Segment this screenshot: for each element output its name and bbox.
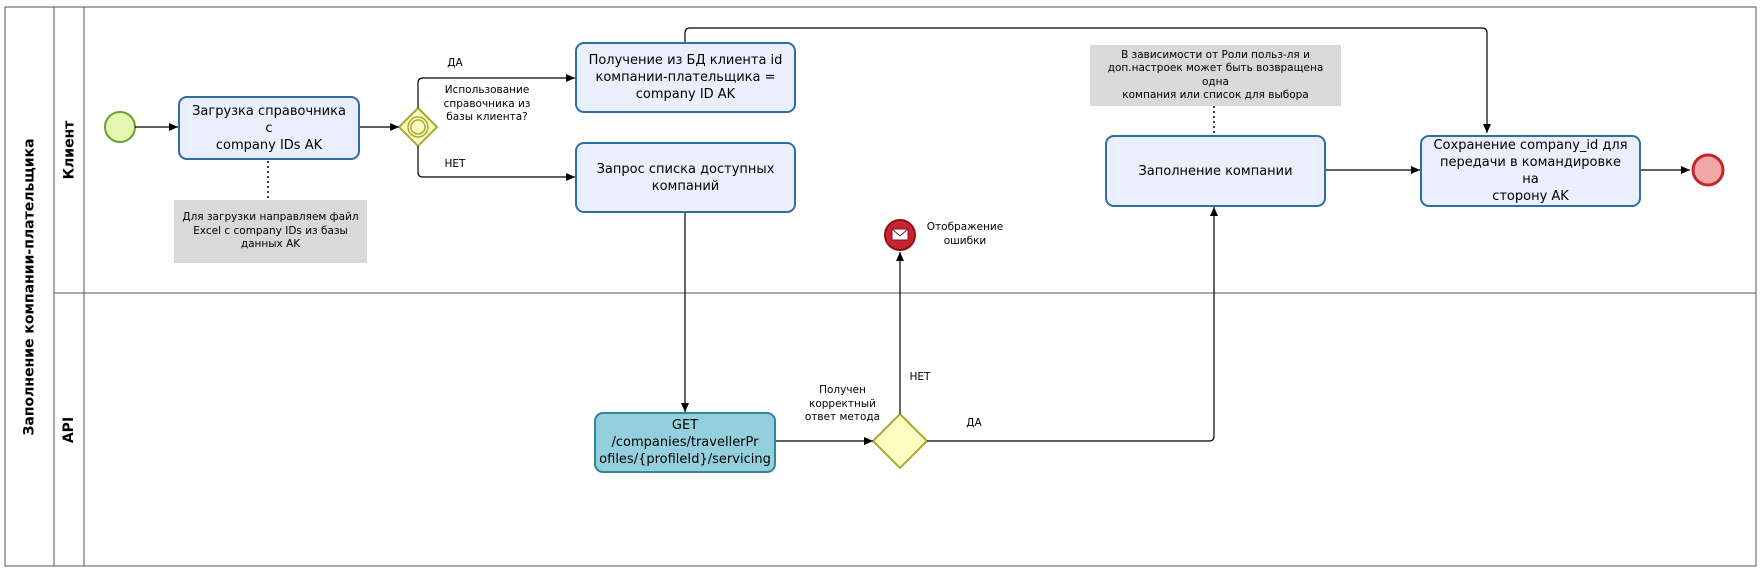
start-event	[104, 111, 136, 143]
label-gateway1-no: НЕТ	[444, 158, 466, 170]
label-error-event: Отображение ошибки	[926, 221, 1004, 247]
pool-title-box: Заполнение компании-плательщика	[5, 7, 54, 566]
lane-title-api: API	[61, 416, 77, 443]
label-gateway2-no: НЕТ	[909, 371, 931, 383]
end-event	[1691, 153, 1725, 187]
task-save-company-id[interactable]: Сохранение company_id для передачи в ком…	[1420, 135, 1641, 207]
note-role-settings: В зависимости от Роли польз-ля и доп.нас…	[1090, 45, 1341, 106]
flow-gateway1-no	[417, 146, 575, 181]
task-fill-company[interactable]: Заполнение компании	[1105, 135, 1326, 207]
task-request-company-list[interactable]: Запрос списка доступных компаний	[575, 142, 796, 213]
flow-db-to-save	[684, 27, 1491, 133]
task-api-get-servicing[interactable]: GET /companies/travellerPr ofiles/{profi…	[594, 412, 776, 473]
gateway-correct-response	[871, 412, 929, 470]
flow-gateway1-yes	[417, 74, 575, 108]
lane-client-title-box: Клиент	[54, 7, 84, 293]
lane-api-title-box: API	[54, 293, 84, 566]
task-get-from-db[interactable]: Получение из БД клиента id компании-плат…	[575, 42, 796, 113]
pool-border	[4, 6, 1757, 567]
error-end-event	[884, 219, 916, 251]
note-load-directory: Для загрузки направляем файл Excel с com…	[174, 200, 367, 263]
lane-title-client: Клиент	[61, 120, 78, 180]
label-gateway2-question: Получен корректный ответ метода	[804, 384, 881, 423]
label-gateway2-yes: ДА	[966, 417, 982, 429]
flow-gateway2-yes	[927, 207, 1218, 442]
task-load-directory[interactable]: Загрузка справочника с company IDs AK	[178, 96, 360, 160]
pool-title: Заполнение компании-плательщика	[21, 137, 38, 436]
label-gateway1-yes: ДА	[447, 57, 463, 69]
label-gateway1-question: Использование справочника из базы клиент…	[443, 84, 531, 123]
